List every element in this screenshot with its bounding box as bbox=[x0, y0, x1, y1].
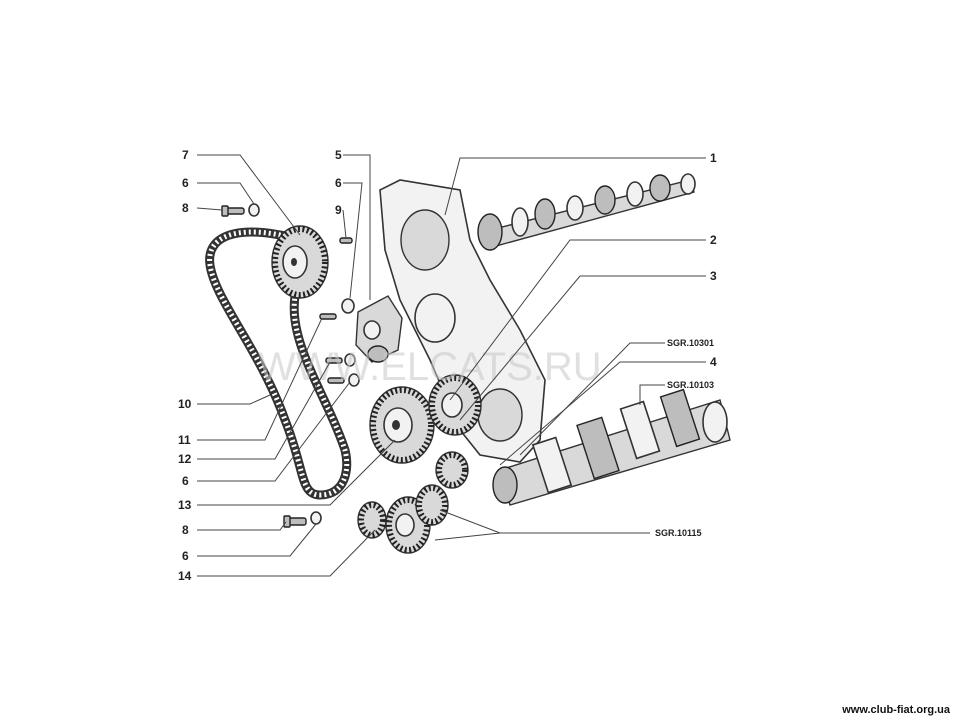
site-footer: www.club-fiat.org.ua bbox=[842, 704, 950, 716]
callout-6-d: 6 bbox=[182, 549, 189, 563]
callout-2: 2 bbox=[710, 233, 717, 247]
small-gear bbox=[435, 451, 469, 489]
callout-12: 12 bbox=[178, 452, 192, 466]
callout-6-a: 6 bbox=[182, 176, 189, 190]
callout-11: 11 bbox=[178, 433, 191, 447]
crankshaft-gear-cluster bbox=[357, 484, 449, 554]
washer-6-top bbox=[248, 203, 260, 217]
bolt-8-top bbox=[221, 205, 245, 217]
callout-4: 4 bbox=[710, 355, 717, 369]
callout-10: 10 bbox=[178, 397, 192, 411]
bolts-11-12 bbox=[319, 313, 360, 387]
washer-6-bottom bbox=[310, 511, 322, 525]
camshaft bbox=[477, 173, 696, 251]
callout-14: 14 bbox=[178, 569, 192, 583]
callout-6-b: 6 bbox=[335, 176, 342, 190]
ref-sgr-10115: SGR.10115 bbox=[655, 528, 702, 538]
callout-1: 1 bbox=[710, 151, 717, 165]
bolt-8-bottom bbox=[283, 515, 307, 528]
crankshaft bbox=[492, 388, 731, 506]
watermark: WWW.ELCATS.RU bbox=[258, 345, 602, 389]
callout-6-c: 6 bbox=[182, 474, 189, 488]
callout-8-b: 8 bbox=[182, 523, 189, 537]
timing-cover-plate bbox=[379, 179, 546, 463]
belt-tensioner bbox=[341, 295, 403, 363]
leader-lines bbox=[196, 154, 706, 577]
pin-9 bbox=[339, 237, 353, 244]
callout-5: 5 bbox=[335, 148, 342, 162]
gear-pair bbox=[428, 374, 482, 436]
callout-7: 7 bbox=[182, 148, 189, 162]
callout-3: 3 bbox=[710, 269, 717, 283]
timing-belt bbox=[205, 227, 352, 500]
callout-8-a: 8 bbox=[182, 201, 189, 215]
intermediate-gear bbox=[369, 386, 435, 464]
callout-13: 13 bbox=[178, 498, 192, 512]
ref-sgr-10301: SGR.10301 bbox=[667, 338, 714, 348]
callout-9: 9 bbox=[335, 203, 342, 217]
ref-sgr-10103: SGR.10103 bbox=[667, 380, 714, 390]
camshaft-pulley bbox=[271, 225, 329, 299]
